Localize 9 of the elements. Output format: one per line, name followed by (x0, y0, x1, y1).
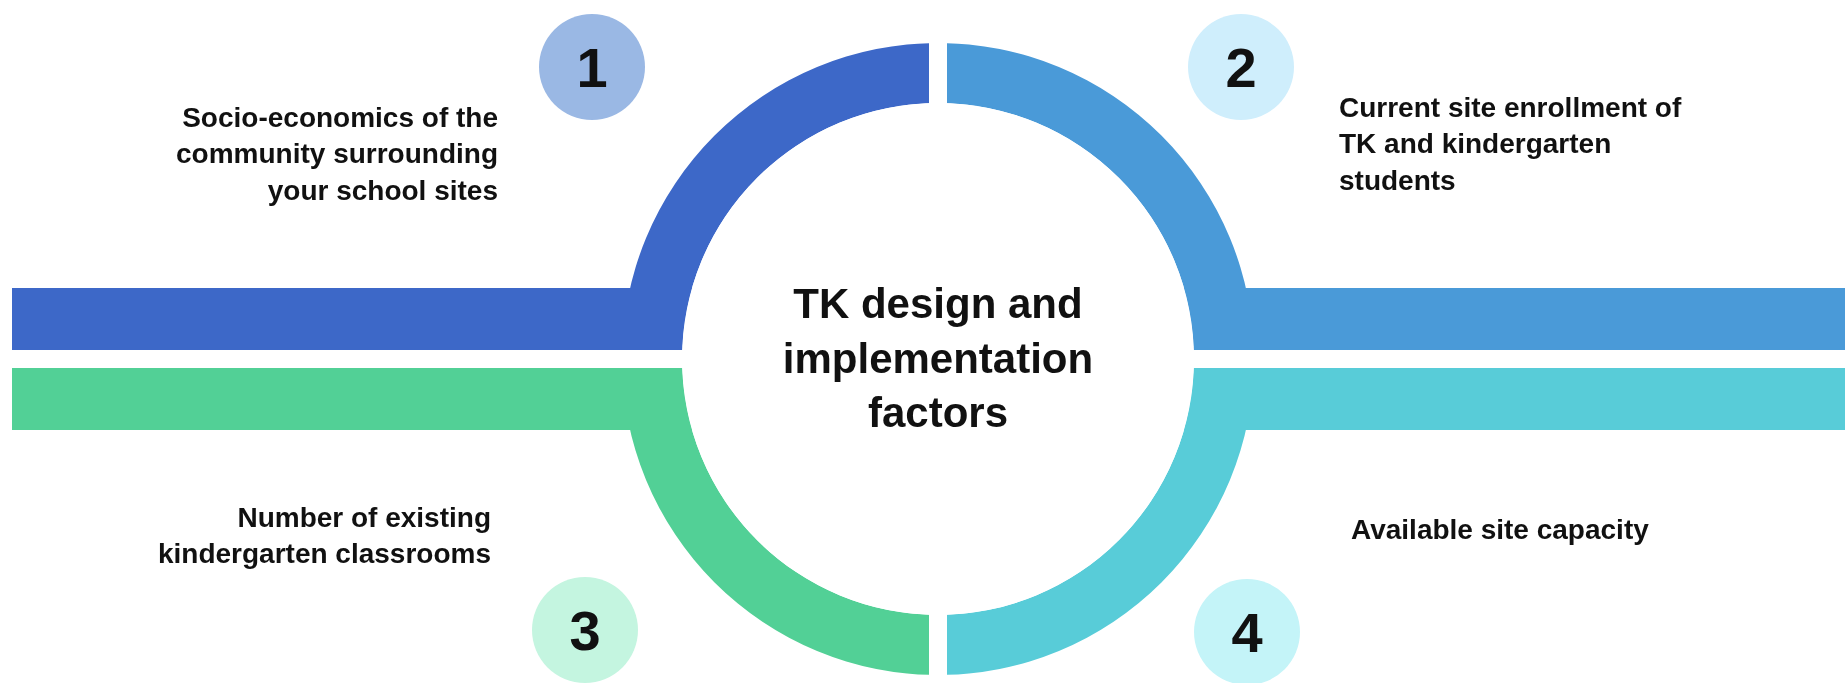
number-circle: 1 (539, 14, 645, 120)
hub-label: TK design and implementation factors (781, 279, 1095, 439)
factor-text: Number of existing kindergarten classrooms (156, 501, 491, 572)
factor-text: Socio-economics of the community surrounding your school sites (175, 101, 498, 208)
number-circle: 4 (1194, 579, 1300, 683)
number-circle: 3 (532, 577, 638, 683)
number-circle: 2 (1188, 14, 1294, 120)
factor-text: Current site enrollment of TK and kindergarten students (1339, 91, 1683, 198)
factor-text: Available site capacity (1351, 513, 1650, 547)
